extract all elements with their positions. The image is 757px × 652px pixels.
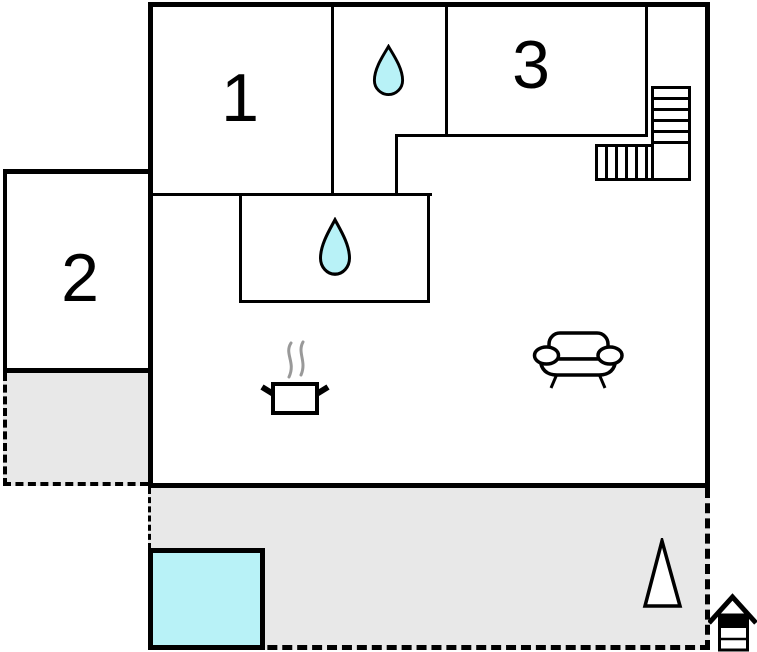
wall-room3-bottom [395,134,648,137]
wall-room3-right [645,7,648,137]
room-2-label: 2 [61,240,99,316]
room-2 [3,169,154,373]
stairs-upper-flight [651,86,691,144]
house-icon [708,593,757,652]
wall-bath-top-right [445,7,448,137]
cooking-pot-icon [260,340,330,415]
sofa-icon [532,331,624,389]
wall-room1-right [331,7,334,196]
stairs-landing [651,141,691,181]
tree-icon [642,538,683,608]
water-drop-icon [318,217,352,276]
wall-room1-bottom [153,193,432,196]
wall-corridor-left [395,137,398,196]
water-drop-icon [372,44,405,97]
pool [148,548,265,650]
patio-upper-left [3,373,148,486]
room-3-label: 3 [512,27,550,103]
room-1-label: 1 [221,60,259,136]
stairs-lower-flight [595,144,654,181]
